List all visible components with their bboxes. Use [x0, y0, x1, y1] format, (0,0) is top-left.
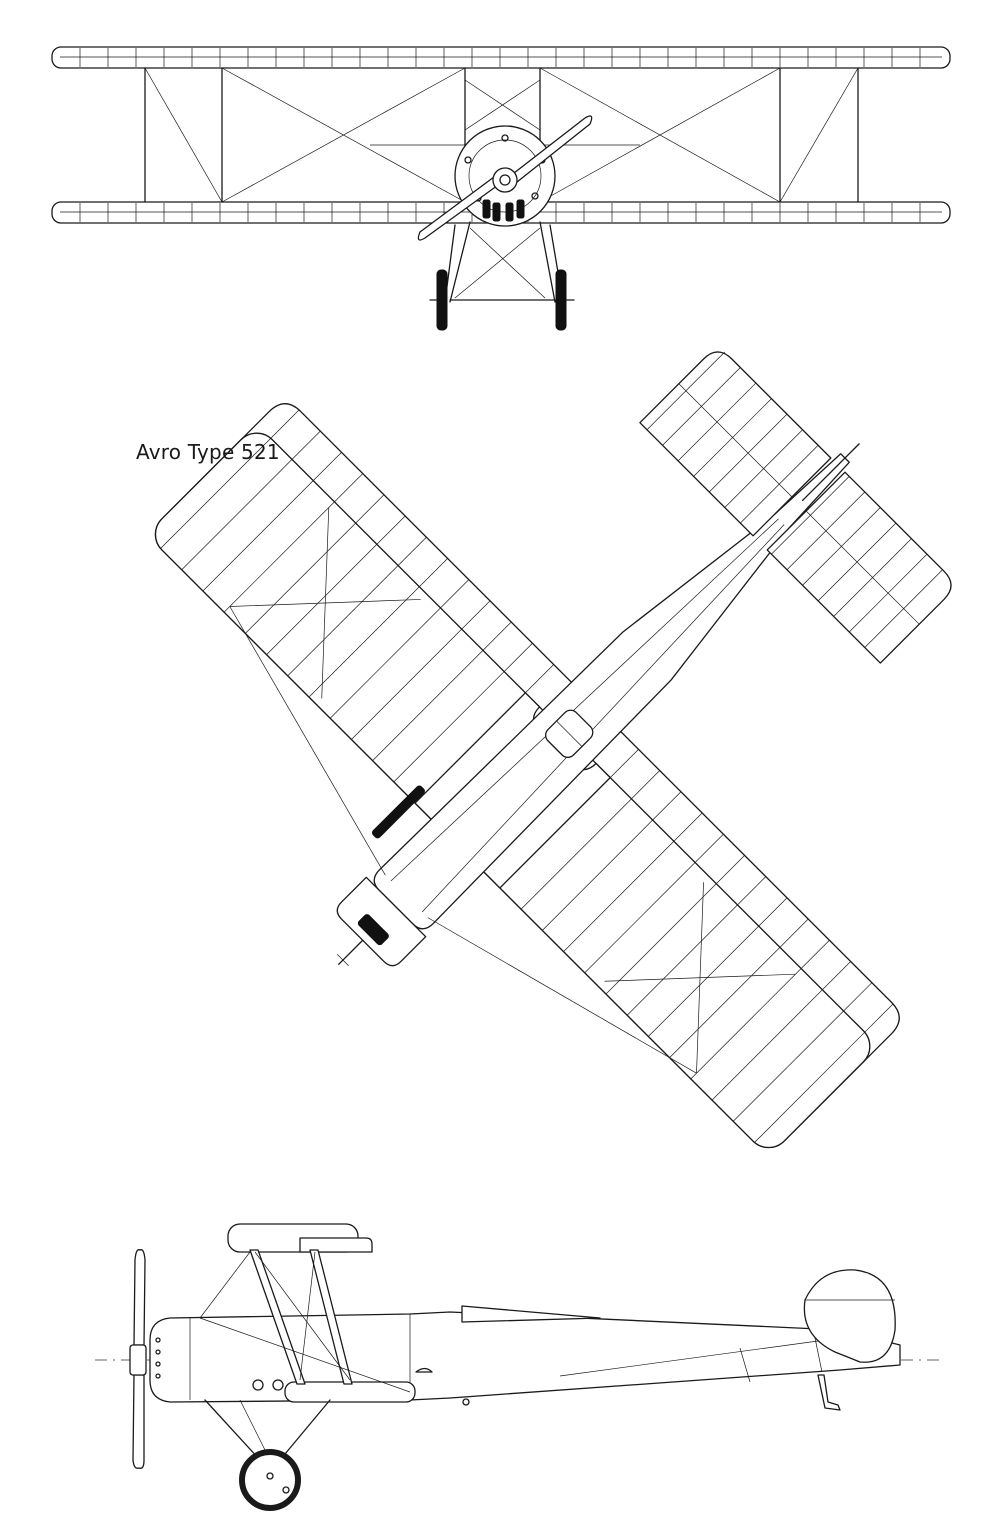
- rib-line: [329, 607, 441, 719]
- rib-line: [376, 515, 406, 545]
- front-view: [51, 46, 951, 331]
- rib-line: [669, 947, 781, 1058]
- front-left-wheel: [436, 269, 448, 331]
- rib-line: [372, 650, 484, 761]
- rib-line: [652, 791, 682, 821]
- rib-line: [648, 925, 759, 1037]
- rib-line: [393, 671, 505, 783]
- rib-line: [677, 382, 757, 462]
- side-tail: [803, 1269, 896, 1411]
- rib-line: [754, 1031, 866, 1143]
- side-view: [95, 1223, 940, 1511]
- rib-line: [771, 476, 850, 555]
- rib-line: [181, 459, 293, 570]
- rib-line: [503, 643, 533, 672]
- figure-title: Avro Type 521: [136, 440, 280, 464]
- rib-line: [287, 565, 399, 677]
- rib-line: [605, 883, 717, 995]
- rib-line: [737, 876, 767, 906]
- rib-line: [690, 968, 802, 1080]
- side-wheel: [239, 1449, 301, 1511]
- rib-line: [291, 430, 321, 460]
- rib-line: [351, 628, 462, 740]
- rib-line: [397, 536, 427, 566]
- front-interplane-struts: [144, 67, 859, 203]
- plan-fuselage: [373, 453, 850, 930]
- rib-line: [482, 621, 512, 651]
- rib-line: [802, 507, 881, 586]
- rib-line: [833, 538, 912, 617]
- rib-line: [864, 569, 943, 648]
- rib-line: [520, 798, 632, 910]
- rib-line: [779, 918, 809, 948]
- side-interplane-struts: [199, 1249, 411, 1393]
- side-upper-wing: [227, 1223, 373, 1253]
- rib-line: [308, 586, 420, 698]
- rib-line: [563, 841, 675, 952]
- side-undercarriage: [204, 1399, 331, 1511]
- side-lower-wing: [284, 1381, 416, 1403]
- rib-line: [355, 494, 385, 524]
- rib-line: [733, 1010, 844, 1122]
- rib-line: [786, 491, 866, 570]
- front-cylinders: [482, 199, 525, 222]
- rib-line: [711, 989, 823, 1101]
- rib-line: [708, 413, 788, 493]
- rib-line: [694, 833, 724, 863]
- rib-line: [631, 770, 660, 800]
- rib-line: [864, 1003, 894, 1033]
- rib-line: [740, 445, 819, 524]
- plan-machine-gun: [371, 785, 425, 839]
- rib-line: [419, 558, 448, 587]
- rib-line: [800, 940, 830, 969]
- rib-line: [626, 904, 738, 1016]
- rib-line: [693, 398, 772, 477]
- rib-line: [461, 600, 491, 630]
- side-fuselage: [149, 1305, 901, 1406]
- rib-line: [724, 429, 803, 508]
- rib-line: [266, 544, 378, 655]
- rib-line: [662, 367, 741, 446]
- rib-line: [334, 473, 363, 503]
- front-propeller: [417, 115, 593, 241]
- plan-wing-bracing: [229, 507, 796, 1074]
- plan-view: [154, 351, 952, 1149]
- rib-line: [758, 897, 788, 927]
- rib-line: [843, 982, 873, 1012]
- rib-line: [160, 437, 272, 549]
- rib-line: [542, 819, 653, 931]
- rib-line: [848, 553, 928, 633]
- rib-line: [525, 664, 554, 694]
- rib-line: [673, 812, 703, 842]
- plan-tailplane: [639, 351, 952, 664]
- front-right-wheel: [555, 269, 567, 331]
- front-upper-wing: [51, 46, 951, 69]
- rib-line: [202, 480, 314, 592]
- rib-line: [245, 522, 356, 634]
- rib-line: [270, 409, 300, 439]
- rib-line: [584, 862, 696, 974]
- rib-line: [646, 351, 726, 430]
- rib-line: [609, 749, 639, 778]
- rib-line: [817, 522, 897, 602]
- rib-line: [716, 855, 745, 884]
- front-bracing-wires: [144, 67, 859, 203]
- rib-line: [822, 961, 851, 991]
- rib-line: [223, 501, 335, 613]
- rib-line: [312, 452, 342, 481]
- plan-nose: [336, 876, 427, 967]
- front-undercarriage: [429, 221, 575, 331]
- rib-line: [440, 579, 470, 609]
- side-propeller: [129, 1249, 147, 1469]
